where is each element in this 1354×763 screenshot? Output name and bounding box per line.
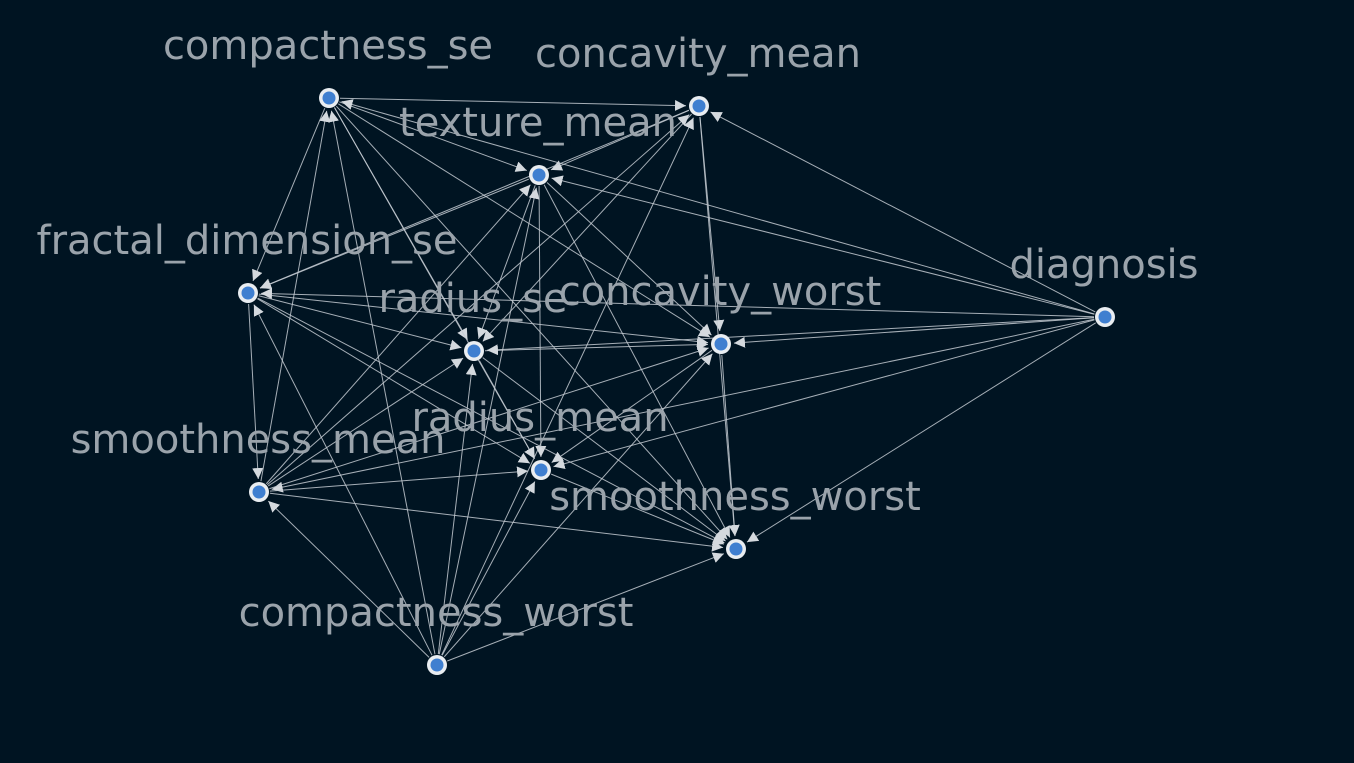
- edge-texture_mean-to-smoothness_worst: [543, 184, 731, 538]
- node-label-diagnosis: diagnosis: [1009, 242, 1198, 288]
- edge-texture_mean-to-radius_se: [477, 185, 536, 339]
- edge-smoothness_mean-to-smoothness_worst: [269, 492, 724, 552]
- node-label-fractal_dimension_se: fractal_dimension_se: [37, 218, 458, 264]
- edge-texture_mean-to-radius_mean: [535, 185, 547, 458]
- edge-diagnosis-to-compactness_se: [341, 99, 1095, 315]
- nodes-layer: [238, 88, 1115, 675]
- edge-fractal_dimension_se-to-smoothness_worst: [257, 297, 725, 544]
- edge-compactness_worst-to-smoothness_worst: [447, 552, 725, 662]
- node-compactness_worst[interactable]: [427, 655, 447, 675]
- node-dot: [532, 168, 546, 182]
- edge-compactness_worst-to-texture_mean: [438, 187, 540, 655]
- edge-smoothness_mean-to-texture_mean: [265, 184, 531, 485]
- edge-diagnosis-to-radius_mean: [553, 319, 1095, 470]
- edge-concavity_worst-to-smoothness_worst: [721, 354, 740, 537]
- node-radius_mean[interactable]: [531, 460, 551, 480]
- edge-concavity_mean-to-smoothness_worst: [699, 116, 740, 537]
- edge-diagnosis-to-fractal_dimension_se: [260, 288, 1095, 318]
- node-label-concavity_mean: concavity_mean: [535, 31, 861, 77]
- node-label-concavity_worst: concavity_worst: [559, 269, 882, 315]
- node-dot: [1098, 310, 1112, 324]
- node-concavity_worst[interactable]: [711, 334, 731, 354]
- edge-concavity_mean-to-texture_mean: [550, 109, 690, 171]
- edge-diagnosis-to-smoothness_worst: [746, 322, 1096, 543]
- node-label-texture_mean: texture_mean: [399, 100, 677, 146]
- node-label-radius_se: radius_se: [378, 276, 567, 322]
- node-compactness_se[interactable]: [319, 88, 339, 108]
- edge-compactness_se-to-fractal_dimension_se: [252, 107, 326, 282]
- labels-layer: compactness_se concavity_mean texture_mean…: [37, 23, 1199, 636]
- edge-smoothness_mean-to-concavity_mean: [266, 114, 690, 486]
- edge-radius_se-to-radius_mean: [478, 360, 536, 459]
- edge-diagnosis-to-concavity_mean: [710, 111, 1096, 313]
- edge-compactness_se-to-concavity_mean: [339, 97, 687, 111]
- edge-smoothness_mean-to-compactness_se: [260, 110, 331, 482]
- edge-compactness_worst-to-smoothness_mean: [267, 500, 430, 658]
- edge-diagnosis-to-radius_se: [486, 317, 1095, 356]
- edge-diagnosis-to-texture_mean: [551, 175, 1095, 315]
- node-smoothness_worst[interactable]: [726, 539, 746, 559]
- edge-compactness_worst-to-fractal_dimension_se: [253, 304, 433, 656]
- node-texture_mean[interactable]: [529, 165, 549, 185]
- edges-layer: [248, 97, 1096, 662]
- edge-diagnosis-to-smoothness_mean: [271, 318, 1095, 493]
- edge-compactness_worst-to-concavity_worst: [443, 353, 713, 658]
- node-dot: [467, 344, 481, 358]
- node-dot: [729, 542, 743, 556]
- node-dot: [430, 658, 444, 672]
- edge-compactness_worst-to-radius_mean: [441, 481, 536, 656]
- edge-smoothness_mean-to-radius_mean: [269, 466, 529, 492]
- node-smoothness_mean[interactable]: [249, 482, 269, 502]
- node-dot: [241, 286, 255, 300]
- edge-radius_se-to-concavity_worst: [484, 339, 709, 352]
- edge-compactness_worst-to-compactness_se: [328, 110, 436, 655]
- node-label-smoothness_worst: smoothness_worst: [549, 474, 921, 520]
- node-fractal_dimension_se[interactable]: [238, 283, 258, 303]
- node-label-compactness_se: compactness_se: [163, 23, 493, 69]
- edge-radius_se-to-smoothness_worst: [482, 357, 726, 542]
- node-diagnosis[interactable]: [1095, 307, 1115, 327]
- edge-smoothness_mean-to-concavity_worst: [269, 346, 709, 490]
- node-label-smoothness_mean: smoothness_mean: [71, 417, 446, 463]
- edge-radius_mean-to-smoothness_worst: [551, 473, 725, 546]
- node-dot: [692, 99, 706, 113]
- node-radius_se[interactable]: [464, 341, 484, 361]
- edge-fractal_dimension_se-to-smoothness_mean: [248, 303, 264, 480]
- edge-compactness_se-to-texture_mean: [339, 101, 527, 172]
- edge-compactness_worst-to-concavity_mean: [441, 117, 694, 656]
- node-dot: [252, 485, 266, 499]
- node-label-compactness_worst: compactness_worst: [239, 590, 634, 636]
- edge-concavity_mean-to-fractal_dimension_se: [259, 109, 690, 289]
- edge-diagnosis-to-concavity_worst: [733, 317, 1095, 348]
- edge-fractal_dimension_se-to-concavity_worst: [258, 293, 709, 347]
- node-label-radius_mean: radius_mean: [411, 395, 668, 441]
- edge-compactness_se-to-concavity_worst: [338, 103, 711, 338]
- edge-texture_mean-to-fractal_dimension_se: [259, 178, 529, 290]
- edge-texture_mean-to-concavity_worst: [546, 182, 712, 336]
- node-concavity_mean[interactable]: [689, 96, 709, 116]
- edge-concavity_worst-to-radius_mean: [551, 349, 713, 463]
- edge-smoothness_mean-to-radius_se: [267, 357, 464, 487]
- node-dot: [714, 337, 728, 351]
- edge-compactness_worst-to-radius_se: [437, 363, 477, 655]
- node-dot: [534, 463, 548, 477]
- node-dot: [322, 91, 336, 105]
- edge-compactness_se-to-smoothness_worst: [335, 105, 728, 540]
- edge-concavity_mean-to-radius_se: [482, 113, 692, 342]
